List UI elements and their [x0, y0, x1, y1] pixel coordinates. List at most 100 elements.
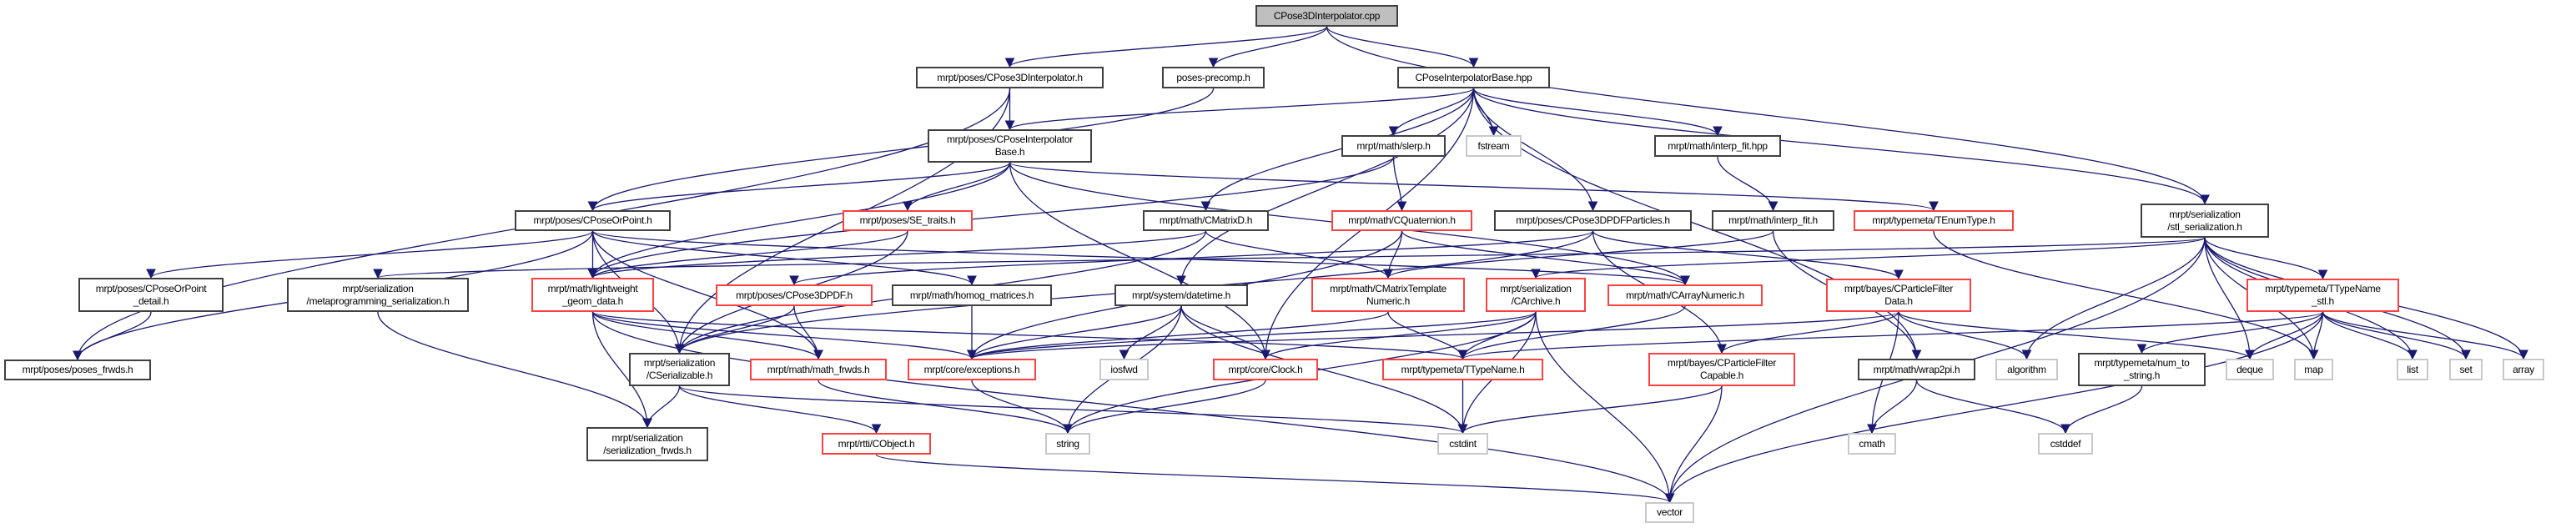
- edge-base_hpp-to-interp_fit_hpp: [1472, 88, 1723, 137]
- graph-node-carray[interactable]: mrpt/math/CArrayNumeric.h: [1607, 284, 1763, 306]
- edge-ttname_stl-to-vector: [1664, 311, 2324, 504]
- edge-ttname_stl-to-list: [2322, 311, 2418, 360]
- edge-poseorpoint-to-pop_detail: [146, 230, 594, 279]
- graph-node-cstddef[interactable]: cstddef: [2038, 433, 2093, 455]
- graph-node-string[interactable]: string: [1045, 433, 1090, 455]
- graph-node-homog[interactable]: mrpt/math/homog_matrices.h: [892, 284, 1052, 306]
- edge-pdfparticles-to-pfdata: [1592, 230, 1904, 280]
- graph-node-cmtn[interactable]: mrpt/math/CMatrixTemplate Numeric.h: [1311, 278, 1465, 312]
- edge-pose3dpdf-to-cserial: [674, 305, 795, 355]
- edge-num2str-to-cstddef: [2060, 385, 2143, 435]
- graph-node-iosfwd[interactable]: iosfwd: [1099, 359, 1149, 380]
- graph-node-pfcap[interactable]: mrpt/bayes/CParticleFilter Capable.h: [1648, 353, 1795, 386]
- graph-node-ttname[interactable]: mrpt/typemeta/TTypeName.h: [1382, 359, 1543, 380]
- edge-cmatrixd-to-cmtn: [1205, 230, 1393, 279]
- edge-base_hpp-to-pdfparticles: [1472, 88, 1598, 212]
- graph-node-datetime[interactable]: mrpt/system/datetime.h: [1114, 284, 1248, 306]
- edge-cserial-to-ser_frwds: [642, 385, 681, 429]
- graph-node-cquat[interactable]: mrpt/math/CQuaternion.h: [1331, 210, 1472, 231]
- graph-node-cmatrixd[interactable]: mrpt/math/CMatrixD.h: [1143, 210, 1269, 231]
- graph-node-se-traits[interactable]: mrpt/poses/SE_traits.h: [843, 210, 973, 231]
- graph-node-poses-frwds[interactable]: mrpt/poses/poses_frwds.h: [4, 360, 151, 380]
- graph-node-metaprog[interactable]: mrpt/serialization /metaprogramming_seri…: [287, 278, 469, 312]
- edge-wrap2pi-to-cstddef: [1915, 380, 2070, 435]
- graph-node-lwgeom[interactable]: mrpt/math/lightweight _geom_data.h: [531, 278, 654, 312]
- graph-node-map[interactable]: map: [2294, 359, 2333, 380]
- edge-base_hpp-to-cmatrixd: [1200, 88, 1475, 212]
- graph-node-set[interactable]: set: [2449, 359, 2483, 380]
- edge-poseorpoint-to-homog: [591, 230, 977, 286]
- edge-metaprog-to-ser_frwds: [377, 311, 652, 429]
- graph-node-pose3dpdf[interactable]: mrpt/poses/CPose3DPDF.h: [716, 284, 873, 306]
- graph-node-vector[interactable]: vector: [1645, 502, 1694, 523]
- edge-ttname_stl-to-deque: [2245, 311, 2324, 360]
- edge-pfdata-to-pfcap: [1717, 311, 1899, 355]
- edge-cserial-to-cstdint: [678, 385, 1467, 435]
- graph-node-fstream[interactable]: fstream: [1466, 135, 1522, 157]
- graph-node-num2str[interactable]: mrpt/typemeta/num_to _string.h: [2078, 353, 2206, 386]
- graph-node-wrap2pi[interactable]: mrpt/math/wrap2pi.h: [1858, 359, 1975, 380]
- edge-stl_ser-to-ttname_stl: [2204, 237, 2328, 280]
- edge-ttname_stl-to-array: [2322, 311, 2528, 360]
- edge-slerp-to-lwgeom: [587, 156, 1395, 279]
- edge-cmatrixd-to-lwgeom: [587, 230, 1207, 279]
- graph-node-pop-detail[interactable]: mrpt/poses/CPoseOrPoint _detail.h: [78, 278, 224, 312]
- edge-wrap2pi-to-cmath: [1867, 380, 1918, 435]
- graph-node-cstdint[interactable]: cstdint: [1437, 433, 1488, 455]
- edge-ttname_stl-to-set: [2322, 311, 2471, 360]
- edge-base_h-to-se_traits: [903, 162, 1011, 212]
- edge-base_h-to-tenum: [1009, 162, 1939, 212]
- edge-base_hpp-to-base_h: [1004, 88, 1475, 131]
- graph-node-precomp[interactable]: poses-precomp.h: [1162, 67, 1265, 88]
- edge-pfcap-to-cstdint: [1457, 385, 1723, 435]
- edge-stl_ser-to-deque: [2204, 237, 2255, 360]
- edge-cpp-to-precomp: [1208, 26, 1328, 68]
- graph-node-ttname-stl[interactable]: mrpt/typemeta/TTypeName _stl.h: [2246, 279, 2399, 312]
- graph-node-stl-ser[interactable]: mrpt/serialization /stl_serialization.h: [2141, 204, 2269, 238]
- edge-interp_fit_hpp-to-interp_fit_h: [1717, 156, 1779, 212]
- graph-node-algorithm[interactable]: algorithm: [1995, 359, 2058, 380]
- edge-lwgeom-to-math_frwds: [591, 311, 823, 360]
- edge-cobject-to-vector: [875, 454, 1674, 504]
- edge-stl_ser-to-metaprog: [374, 237, 2206, 279]
- graph-node-exceptions[interactable]: mrpt/core/exceptions.h: [908, 359, 1036, 380]
- graph-node-tenum[interactable]: mrpt/typemeta/TEnumType.h: [1854, 210, 2014, 231]
- edge-precomp-to-poseorpoint: [587, 88, 1215, 212]
- edge-carray-to-ttname: [1457, 305, 1686, 360]
- graph-node-interp-fit-h[interactable]: mrpt/math/interp_fit.h: [1712, 210, 1834, 231]
- edge-cquat-to-carray: [1401, 230, 1690, 286]
- graph-node-cmath[interactable]: cmath: [1848, 433, 1896, 455]
- edge-cpp-to-stl_ser: [1326, 26, 2210, 205]
- edge-base_h-to-poseorpoint: [587, 162, 1011, 212]
- edge-pfcap-to-vector: [1664, 385, 1723, 504]
- graph-node-cobject[interactable]: mrpt/rtti/CObject.h: [822, 433, 931, 455]
- edge-poseorpoint-to-carray: [591, 230, 1690, 286]
- edge-se_traits-to-lwgeom: [587, 230, 908, 279]
- graph-node-base-h[interactable]: mrpt/poses/CPoseInterpolator Base.h: [928, 129, 1092, 163]
- graph-node-interp-fit-hpp[interactable]: mrpt/math/interp_fit.hpp: [1654, 135, 1781, 157]
- edge-cserial-to-cobject: [678, 385, 882, 435]
- edge-cpp-to-base_hpp: [1326, 26, 1479, 68]
- edge-lwgeom-to-ttname: [591, 311, 1467, 360]
- graph-node-ser-frwds[interactable]: mrpt/serialization /serialization_frwds.…: [586, 427, 708, 461]
- graph-node-base-hpp[interactable]: CPoseInterpolatorBase.hpp: [1397, 67, 1550, 88]
- edge-lwgeom-to-vector: [591, 311, 1675, 504]
- graph-node-array[interactable]: array: [2503, 359, 2544, 380]
- graph-node-pfdata[interactable]: mrpt/bayes/CParticleFilter Data.h: [1826, 279, 1971, 312]
- graph-node-clock[interactable]: mrpt/core/Clock.h: [1213, 359, 1318, 380]
- graph-node-cpp[interactable]: CPose3DInterpolator.cpp: [1255, 5, 1398, 27]
- graph-node-slerp[interactable]: mrpt/math/slerp.h: [1341, 135, 1446, 157]
- graph-node-math-frwds[interactable]: mrpt/math/math_frwds.h: [750, 359, 887, 380]
- graph-node-carchive[interactable]: mrpt/serialization /CArchive.h: [1486, 278, 1586, 312]
- graph-node-cserial[interactable]: mrpt/serialization /CSerializable.h: [629, 353, 730, 386]
- graph-node-pdfparticles[interactable]: mrpt/poses/CPose3DPDFParticles.h: [1494, 210, 1692, 231]
- edge-lwgeom-to-ser_frwds: [591, 311, 652, 429]
- graph-node-list[interactable]: list: [2397, 359, 2428, 380]
- edge-ttname_stl-to-num2str: [2136, 311, 2324, 355]
- graph-node-deque[interactable]: deque: [2226, 359, 2274, 380]
- edge-clock-to-string: [1063, 380, 1266, 435]
- edge-poseorpoint-to-math_frwds: [591, 230, 823, 360]
- graph-node-poseorpoint[interactable]: mrpt/poses/CPoseOrPoint.h: [515, 210, 671, 231]
- graph-node-interp-h[interactable]: mrpt/poses/CPose3DInterpolator.h: [916, 67, 1104, 88]
- edge-math_frwds-to-string: [818, 380, 1073, 435]
